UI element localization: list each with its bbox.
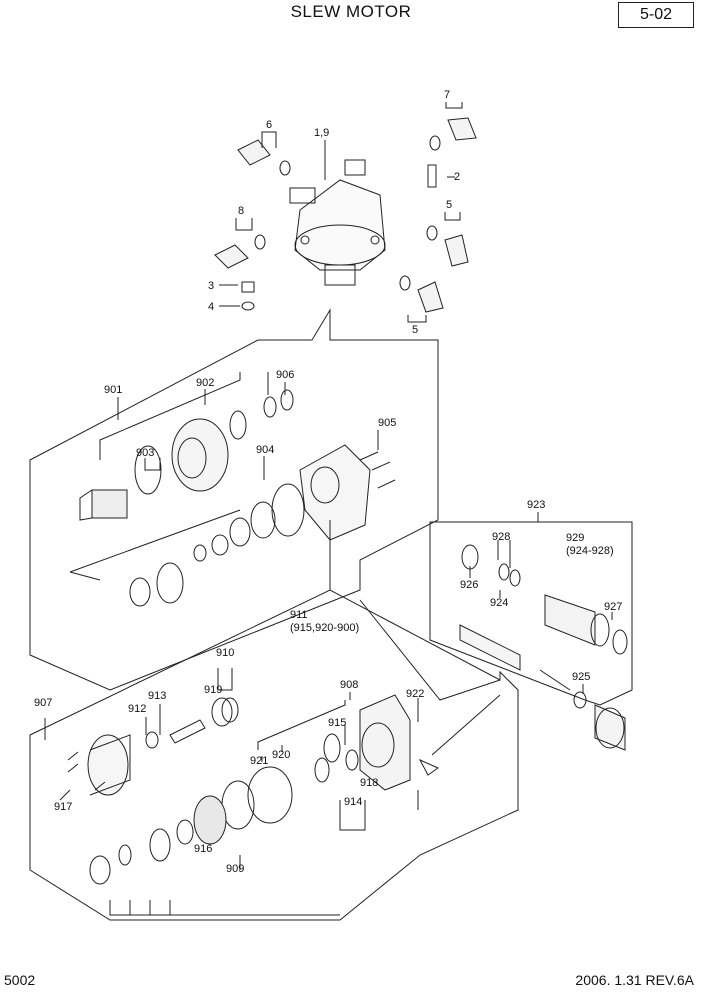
plug-922 (418, 758, 440, 776)
fitting-5-upper (426, 225, 469, 267)
ring-918 (314, 757, 330, 783)
callout-921: 921 (250, 755, 268, 767)
bolt-3 (241, 281, 255, 293)
oring-914 (345, 749, 359, 771)
callout-4: 4 (208, 301, 214, 313)
ring-924 (498, 563, 510, 581)
callout-6: 6 (266, 119, 272, 131)
callout-924: 924 (490, 597, 508, 609)
shaft-gear-901 (79, 489, 128, 521)
callout-1-9: 1,9 (314, 127, 329, 139)
ring-upper (263, 396, 277, 418)
bearing-upper (229, 410, 247, 440)
subassembly-frame-923 (429, 521, 633, 706)
fitting-5-lower (399, 275, 444, 313)
callout-8: 8 (238, 205, 244, 217)
callout-911-range: (915,920-900) (290, 622, 359, 634)
ring-920 (247, 766, 293, 824)
callout-908: 908 (340, 679, 358, 691)
callout-5-upper: 5 (446, 199, 452, 211)
assembly-frame-901 (29, 308, 439, 691)
callout-903: 903 (136, 447, 154, 459)
washer-913 (145, 731, 159, 749)
callout-923: 923 (527, 499, 545, 511)
bearing-919 (211, 697, 239, 727)
footer-revision: 2006. 1.31 REV.6A (575, 972, 694, 988)
callout-911: 911 (290, 609, 308, 621)
callout-929-range: (924-928) (566, 545, 614, 557)
ring-927 (612, 629, 628, 655)
slew-motor-housing (289, 159, 386, 286)
cover-907 (87, 734, 131, 796)
callout-912: 912 (128, 703, 146, 715)
callout-2: 2 (454, 171, 460, 183)
assembly-frame-907 (29, 589, 519, 921)
callout-918: 918 (360, 777, 378, 789)
callout-919: 919 (204, 684, 222, 696)
callout-902: 902 (196, 377, 214, 389)
oring-906 (280, 389, 294, 411)
callout-904: 904 (256, 444, 274, 456)
gasket-904 (271, 483, 305, 537)
fitting-8 (214, 234, 266, 269)
spool-927 (544, 594, 610, 647)
callout-905: 905 (378, 417, 396, 429)
callout-910: 910 (216, 647, 234, 659)
cover-902 (171, 418, 229, 492)
spring-rod (459, 624, 571, 691)
callout-927: 927 (604, 601, 622, 613)
oring-925 (573, 691, 587, 709)
callout-928: 928 (492, 531, 510, 543)
oring-926 (461, 544, 479, 570)
footer-code: 5002 (4, 972, 36, 988)
sleeve (594, 704, 626, 751)
callout-920: 920 (272, 749, 290, 761)
callout-926: 926 (460, 579, 478, 591)
valve-block-905 (299, 444, 371, 541)
page-title: SLEW MOTOR (290, 2, 412, 21)
fitting-6 (237, 139, 291, 176)
callout-916: 916 (194, 843, 212, 855)
callout-914: 914 (344, 796, 362, 808)
callout-909: 909 (226, 863, 244, 875)
seal-903 (134, 445, 162, 495)
callout-922: 922 (406, 688, 424, 700)
fitting-7 (429, 117, 477, 151)
page-number-box: 5-02 (618, 2, 694, 28)
internal-gears-upper (129, 501, 276, 607)
callout-901: 901 (104, 384, 122, 396)
callout-7: 7 (444, 89, 450, 101)
callout-3: 3 (208, 280, 214, 292)
callout-913: 913 (148, 690, 166, 702)
ring-915 (323, 733, 341, 763)
callout-929: 929 (566, 532, 584, 544)
gear-pack-909 (89, 795, 227, 885)
ring-928 (509, 569, 521, 587)
pin-2 (427, 164, 437, 188)
callout-917: 917 (54, 801, 72, 813)
washer-4 (241, 301, 255, 311)
housing-908 (359, 694, 411, 791)
callout-907: 907 (34, 697, 52, 709)
spring-shaft-lower (169, 719, 206, 744)
callout-5-lower: 5 (412, 324, 418, 336)
callout-925: 925 (572, 671, 590, 683)
callout-915: 915 (328, 717, 346, 729)
callout-906: 906 (276, 369, 294, 381)
callout-labels: 1,9 2 3 4 5 5 6 7 8 901 902 903 904 905 … (34, 89, 622, 875)
